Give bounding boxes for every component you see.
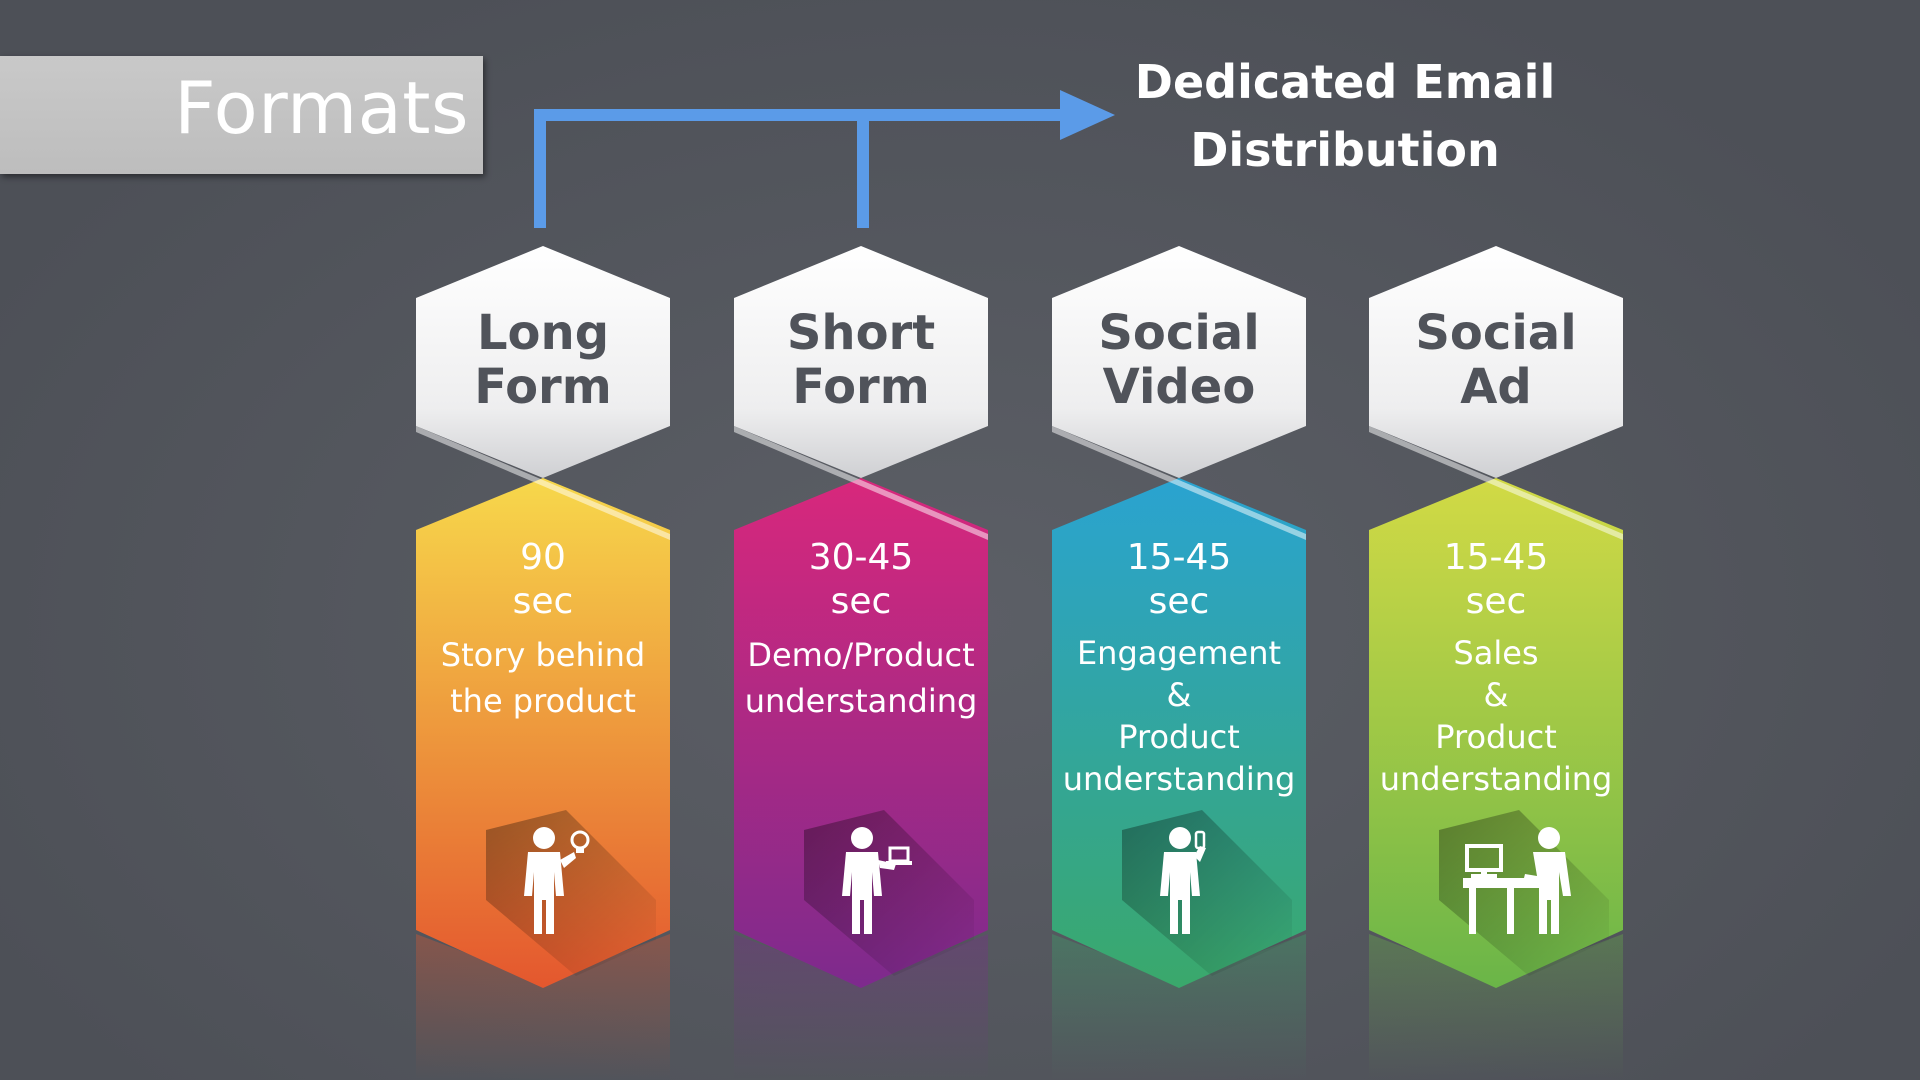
column-reflection: [734, 934, 988, 1080]
format-column-shape: [734, 246, 988, 1080]
column-label-hexagon: [734, 246, 988, 478]
format-column-shape: [1052, 246, 1306, 1080]
format-column-shape: [416, 246, 670, 1080]
arrow-head-icon: [1060, 90, 1115, 140]
person-desk-computer-icon: [1459, 822, 1579, 946]
connector-line: [534, 109, 1065, 228]
slide-title: Formats: [174, 66, 469, 150]
column-label-hexagon: [416, 246, 670, 478]
email-distribution-label: Dedicated Email Distribution: [1134, 55, 1556, 177]
column-label: Short Form: [786, 305, 936, 415]
column-duration: 15-45 sec: [1126, 537, 1232, 622]
column-label-hexagon: [1369, 246, 1623, 478]
column-description: Story behind the product: [440, 636, 646, 720]
person-phone-icon: [1132, 822, 1252, 946]
column-description: Demo/Product understanding: [744, 636, 978, 720]
column-label: Long Form: [474, 305, 612, 415]
column-duration: 90 sec: [512, 537, 574, 622]
column-label: Social Video: [1098, 305, 1260, 415]
title-tab: Formats: [0, 56, 483, 174]
person-lightbulb-icon: [496, 822, 616, 946]
column-label: Social Ad: [1415, 305, 1577, 415]
column-duration: 15-45 sec: [1443, 537, 1549, 622]
column-description: Engagement & Product understanding: [1062, 634, 1296, 798]
column-description: Sales & Product understanding: [1379, 634, 1613, 798]
person-laptop-icon: [814, 822, 934, 946]
column-reflection: [416, 934, 670, 1080]
column-label-hexagon: [1052, 246, 1306, 478]
column-duration: 30-45 sec: [808, 537, 914, 622]
column-reflection: [1052, 934, 1306, 1080]
column-reflection: [1369, 934, 1623, 1080]
